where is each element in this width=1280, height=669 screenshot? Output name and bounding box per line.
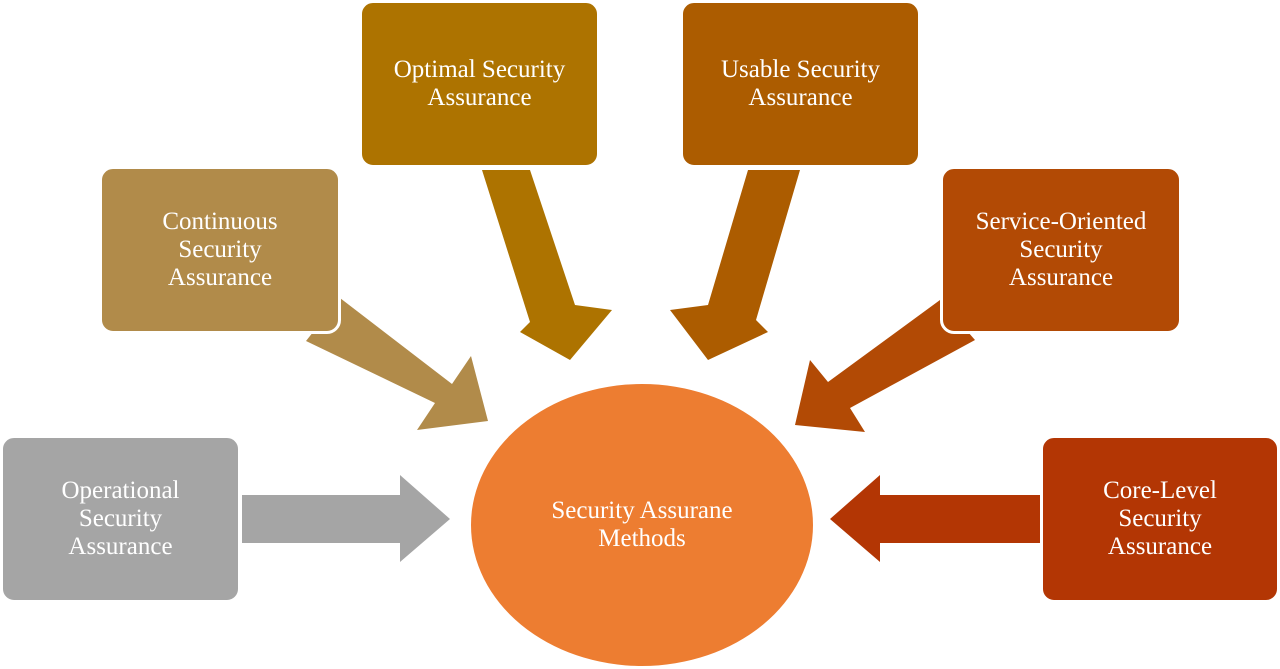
arrow-service xyxy=(795,300,975,432)
arrow-continuous xyxy=(306,298,488,430)
arrow-optimal xyxy=(482,170,612,360)
core-level-security-box: Core-Level Security Assurance xyxy=(1040,435,1280,603)
arrow-usable xyxy=(670,170,800,360)
core-level-security-label: Core-Level Security Assurance xyxy=(1103,477,1217,560)
usable-security-box: Usable Security Assurance xyxy=(680,0,921,168)
optimal-security-box: Optimal Security Assurance xyxy=(359,0,600,168)
service-oriented-security-label: Service-Oriented Security Assurance xyxy=(975,208,1147,291)
optimal-security-label: Optimal Security Assurance xyxy=(393,56,566,111)
service-oriented-security-box: Service-Oriented Security Assurance xyxy=(940,166,1182,334)
central-hub-label: Security Assurane Methods xyxy=(551,497,733,552)
operational-security-label: Operational Security Assurance xyxy=(61,477,180,560)
central-hub-circle: Security Assurane Methods xyxy=(468,381,816,669)
continuous-security-label: Continuous Security Assurance xyxy=(162,208,278,291)
operational-security-box: Operational Security Assurance xyxy=(0,435,241,603)
usable-security-label: Usable Security Assurance xyxy=(721,56,880,111)
arrow-operational xyxy=(242,475,450,562)
arrow-core xyxy=(830,475,1040,562)
continuous-security-box: Continuous Security Assurance xyxy=(99,166,341,334)
